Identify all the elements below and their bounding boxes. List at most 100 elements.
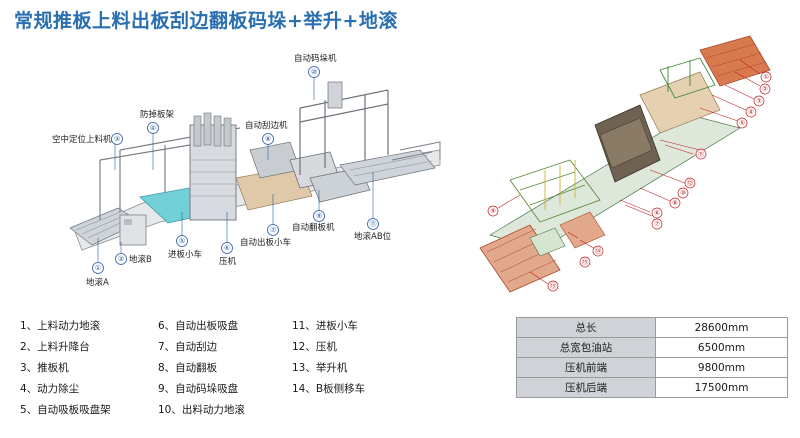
legend-item: 6、自动出板吸盘 [158, 320, 239, 332]
legend-item: 10、出料动力地滚 [158, 404, 245, 416]
callout-6: ⑥ 压机 [219, 242, 237, 267]
svg-text:⑦: ⑦ [270, 226, 276, 234]
svg-text:①: ① [763, 73, 769, 81]
callout-8: 自动刮边机 ⑧ [245, 120, 288, 145]
legend-item: 9、自动码垛吸盘 [158, 383, 239, 395]
right-layout-illustration [479, 35, 771, 293]
right-callout-13: ⑬ [547, 280, 559, 292]
left-leader-lines [97, 72, 374, 262]
callout-1: ① 地滚A [86, 262, 109, 288]
svg-text:⑤: ⑤ [739, 119, 745, 127]
svg-text:压机: 压机 [219, 256, 237, 267]
svg-text:⑨: ⑨ [316, 212, 322, 220]
callout-2: ② 地滚B [115, 253, 152, 265]
svg-text:⑩: ⑩ [680, 189, 686, 197]
svg-text:⑧: ⑧ [265, 135, 271, 143]
legend-item: 12、压机 [292, 341, 337, 353]
table-row: 压机后端 17500mm [516, 377, 788, 398]
callout-10: 自动码垛机 ⑩ [294, 53, 337, 78]
right-callout-2: ② [759, 83, 771, 95]
svg-text:②: ② [762, 85, 768, 93]
right-callout-3: ③ [753, 95, 765, 107]
callout-7: ⑦ 自动出板小车 [240, 224, 291, 248]
table-row: 总长 28600mm [516, 317, 788, 338]
page-title: 常规推板上料出板刮边翻板码垛+举升+地滚 [14, 10, 398, 32]
legend-item: 14、B板侧移车 [292, 383, 366, 395]
svg-text:②: ② [118, 255, 124, 263]
right-callout-6: ⑥ [651, 207, 663, 219]
svg-text:④: ④ [748, 108, 754, 116]
spec-key: 压机前端 [516, 357, 656, 378]
svg-text:自动翻板机: 自动翻板机 [292, 222, 335, 233]
right-callout-5: ⑤ [736, 117, 748, 129]
right-callouts: ① ② ③ ④ ⑤ ⑥ ⑦ ⑧ ⑨ ⑩ ⑪ ⑫ ⑬ ⑭ ⑮ [487, 71, 772, 292]
right-callout-1: ① [760, 71, 772, 83]
legend-column-3: 11、进板小车 12、压机 13、举升机 14、B板侧移车 [292, 316, 365, 400]
svg-text:⑥: ⑥ [224, 244, 230, 252]
svg-text:⑤: ⑤ [179, 237, 185, 245]
right-callout-7: ⑦ [651, 218, 663, 230]
svg-text:自动出板小车: 自动出板小车 [240, 237, 291, 248]
spec-key: 压机后端 [516, 377, 656, 398]
right-callout-8: ⑧ [669, 197, 681, 209]
right-callout-15: ⑮ [579, 256, 591, 268]
svg-text:⑬: ⑬ [550, 282, 557, 290]
svg-text:地滚AB位: 地滚AB位 [354, 231, 392, 242]
callout-11: ⑪ 地滚AB位 [354, 218, 392, 242]
right-callout-14: ⑭ [592, 245, 604, 257]
legend-column-2: 6、自动出板吸盘 7、自动刮边 8、自动翻板 9、自动码垛吸盘 10、出料动力地… [158, 316, 245, 421]
legend-item: 5、自动吸板吸盘架 [20, 404, 111, 416]
legend-item: 4、动力除尘 [20, 383, 80, 395]
callout-5: ⑤ 进板小车 [168, 235, 202, 260]
right-callout-4: ④ [745, 106, 757, 118]
spec-key: 总宽包油站 [516, 337, 656, 358]
svg-text:⑥: ⑥ [654, 209, 660, 217]
right-leader-lines [497, 59, 761, 285]
svg-text:⑦: ⑦ [654, 220, 660, 228]
callout-4: 防掉板架 ④ [140, 109, 175, 134]
dimensions-table: 总长 28600mm 总宽包油站 6500mm 压机前端 9800mm 压机后端… [516, 317, 788, 398]
svg-text:自动刮边机: 自动刮边机 [245, 120, 288, 131]
svg-text:空中定位上料机: 空中定位上料机 [52, 134, 112, 145]
svg-text:⑪: ⑪ [370, 220, 377, 228]
callout-9: ⑨ 自动翻板机 [292, 210, 335, 233]
svg-text:⑨: ⑨ [490, 207, 496, 215]
legend-item: 2、上料升降台 [20, 341, 90, 353]
svg-text:③: ③ [114, 135, 120, 143]
svg-text:⑪: ⑪ [698, 150, 705, 158]
left-machine-illustration [69, 81, 441, 251]
table-row: 压机前端 9800mm [516, 357, 788, 378]
svg-text:地滚A: 地滚A [86, 277, 109, 288]
spec-value: 17500mm [655, 377, 788, 398]
svg-text:①: ① [95, 264, 101, 272]
spec-key: 总长 [516, 317, 656, 338]
table-row: 总宽包油站 6500mm [516, 337, 788, 358]
spec-value: 9800mm [655, 357, 788, 378]
legend-item: 8、自动翻板 [158, 362, 218, 374]
spec-value: 6500mm [655, 337, 788, 358]
right-callout-10: ⑩ [677, 187, 689, 199]
svg-text:进板小车: 进板小车 [168, 249, 202, 260]
callout-3: 空中定位上料机 ③ [52, 133, 123, 145]
svg-text:⑫: ⑫ [687, 179, 694, 187]
svg-text:防掉板架: 防掉板架 [140, 109, 175, 120]
legend-item: 3、推板机 [20, 362, 69, 374]
legend-item: 13、举升机 [292, 362, 348, 374]
legend-item: 11、进板小车 [292, 320, 358, 332]
right-callout-11: ⑪ [695, 148, 707, 160]
svg-text:⑩: ⑩ [311, 68, 317, 76]
production-line-diagrams: ① 地滚A ② 地滚B 空中定位上料机 ③ 防掉板架 ④ ⑤ 进板小车 ⑥ 压机… [52, 35, 772, 293]
legend-item: 7、自动刮边 [158, 341, 218, 353]
svg-text:⑮: ⑮ [582, 258, 589, 266]
right-callout-12: ⑫ [684, 177, 696, 189]
svg-text:⑭: ⑭ [595, 247, 602, 255]
right-callout-9: ⑨ [487, 205, 499, 217]
legend-item: 1、上料动力地滚 [20, 320, 101, 332]
svg-text:③: ③ [756, 97, 762, 105]
svg-text:④: ④ [150, 124, 156, 132]
svg-text:⑧: ⑧ [672, 199, 678, 207]
legend-column-1: 1、上料动力地滚 2、上料升降台 3、推板机 4、动力除尘 5、自动吸板吸盘架 [20, 316, 111, 421]
svg-text:地滚B: 地滚B [129, 254, 152, 265]
spec-value: 28600mm [655, 317, 788, 338]
svg-text:自动码垛机: 自动码垛机 [294, 53, 337, 64]
